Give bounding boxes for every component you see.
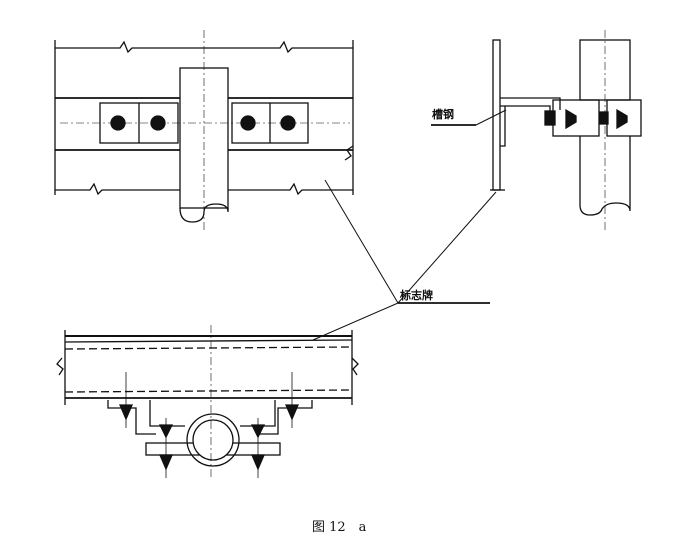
leader-lines: [312, 109, 507, 341]
side-view: [490, 30, 642, 230]
sign-plate-label: 标志牌: [400, 289, 433, 302]
bolt-holes: [110, 115, 296, 131]
channel-steel-label: 槽钢: [432, 108, 454, 121]
plan-view: [54, 30, 354, 230]
figure-caption: 图 12 a: [312, 520, 367, 535]
elevation-view: [56, 325, 359, 480]
